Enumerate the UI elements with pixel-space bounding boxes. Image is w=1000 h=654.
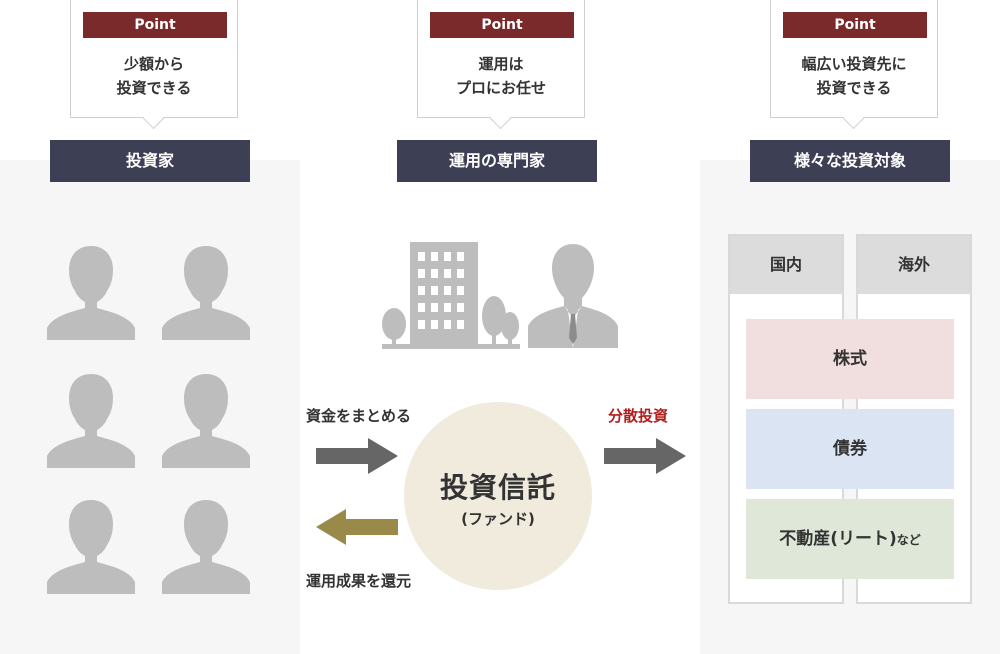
point-text: 幅広い投資先に 投資できる xyxy=(771,52,937,100)
point-callout-professionals: Point 運用は プロにお任せ xyxy=(417,0,585,118)
investors-panel xyxy=(0,160,300,654)
point-text-line: 少額から xyxy=(123,55,184,73)
return-arrow-icon xyxy=(316,509,398,545)
person-icon xyxy=(47,500,135,594)
person-icon xyxy=(162,374,250,468)
point-text: 少額から 投資できる xyxy=(71,52,237,100)
return-label: 運用成果を還元 xyxy=(306,572,412,590)
point-callout-investors: Point 少額から 投資できる xyxy=(70,0,238,118)
person-icon xyxy=(47,246,135,340)
realestate-box: 不動産(リート)など xyxy=(746,499,954,579)
collect-label: 資金をまとめる xyxy=(306,407,412,425)
fund-subtitle: (ファンド) xyxy=(461,510,535,528)
fund-title: 投資信託 xyxy=(439,471,556,504)
building-icon xyxy=(382,242,520,349)
realestate-suffix: など xyxy=(896,533,921,547)
point-tag: Point xyxy=(430,12,574,38)
point-callout-targets: Point 幅広い投資先に 投資できる xyxy=(770,0,938,118)
realestate-label: 不動産(リート) xyxy=(779,529,897,549)
targets-header: 様々な投資対象 xyxy=(750,140,950,182)
point-tag: Point xyxy=(83,12,227,38)
point-text: 運用は プロにお任せ xyxy=(418,52,584,100)
bonds-box: 債券 xyxy=(746,409,954,489)
point-text-line: 幅広い投資先に xyxy=(801,55,907,73)
overseas-header: 海外 xyxy=(858,236,970,294)
point-text-line: 投資できる xyxy=(816,79,892,97)
stocks-box: 株式 xyxy=(746,319,954,399)
domestic-header: 国内 xyxy=(730,236,842,294)
diversify-label: 分散投資 xyxy=(608,407,669,425)
fund-circle: 投資信託 (ファンド) xyxy=(404,402,592,590)
businessman-icon xyxy=(528,244,618,348)
point-text-line: 運用は xyxy=(478,55,524,73)
person-icon xyxy=(162,246,250,340)
diversify-arrow-icon xyxy=(604,438,686,474)
point-text-line: 投資できる xyxy=(116,79,192,97)
person-icon xyxy=(47,374,135,468)
point-text-line: プロにお任せ xyxy=(455,79,546,97)
point-tag: Point xyxy=(783,12,927,38)
collect-arrow-icon xyxy=(316,438,398,474)
professionals-header: 運用の専門家 xyxy=(397,140,597,182)
person-icon xyxy=(162,500,250,594)
investors-header: 投資家 xyxy=(50,140,250,182)
